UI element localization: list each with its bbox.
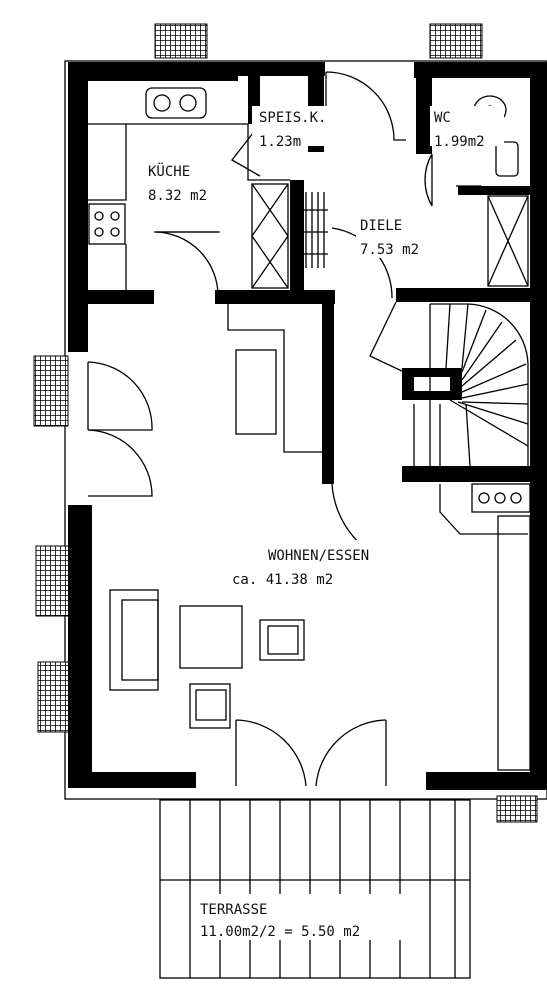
sofa xyxy=(109,589,159,691)
terrasse-name: TERRASSE xyxy=(200,902,267,918)
pillar-left-2 xyxy=(35,545,71,617)
pillar-left-3 xyxy=(37,661,73,733)
wohnen-area: ca. 41.38 m2 xyxy=(232,572,333,588)
pillar-left-1 xyxy=(33,355,69,427)
dining-table xyxy=(179,605,243,669)
chimney-top-left xyxy=(154,23,208,59)
terrasse-area: 11.00m2/2 = 5.50 m2 xyxy=(200,924,360,940)
speis-area: 1.23m xyxy=(259,134,301,150)
kueche-name: KÜCHE xyxy=(148,162,190,180)
sink xyxy=(145,87,207,119)
chimney-top-right xyxy=(429,23,483,59)
living-fixtures xyxy=(109,304,531,771)
stove xyxy=(88,203,126,245)
diele-area: 7.53 m2 xyxy=(360,242,419,258)
armchair-right xyxy=(259,619,305,661)
speis-name: SPEIS.K. xyxy=(259,110,326,126)
outer-outline xyxy=(64,60,547,800)
cooktop xyxy=(471,483,531,513)
wohnen-name: WOHNEN/ESSEN xyxy=(268,548,369,564)
diele-name: DIELE xyxy=(360,218,402,234)
kueche-area: 8.32 m2 xyxy=(148,188,207,204)
room-labels: KÜCHE 8.32 m2 SPEIS.K. 1.23m WC 1.99m2 D… xyxy=(148,106,504,940)
pillar-right-bottom xyxy=(496,795,538,823)
cupboard-units xyxy=(251,183,529,289)
staircase xyxy=(369,301,529,467)
exterior-walls xyxy=(68,62,547,790)
terrace xyxy=(159,799,471,979)
wc-area: 1.99m2 xyxy=(434,134,485,150)
wc-name: WC xyxy=(434,110,451,126)
interior-walls xyxy=(88,62,530,484)
armchair-bottom xyxy=(189,683,231,729)
exterior-hatched-blocks xyxy=(33,23,538,823)
